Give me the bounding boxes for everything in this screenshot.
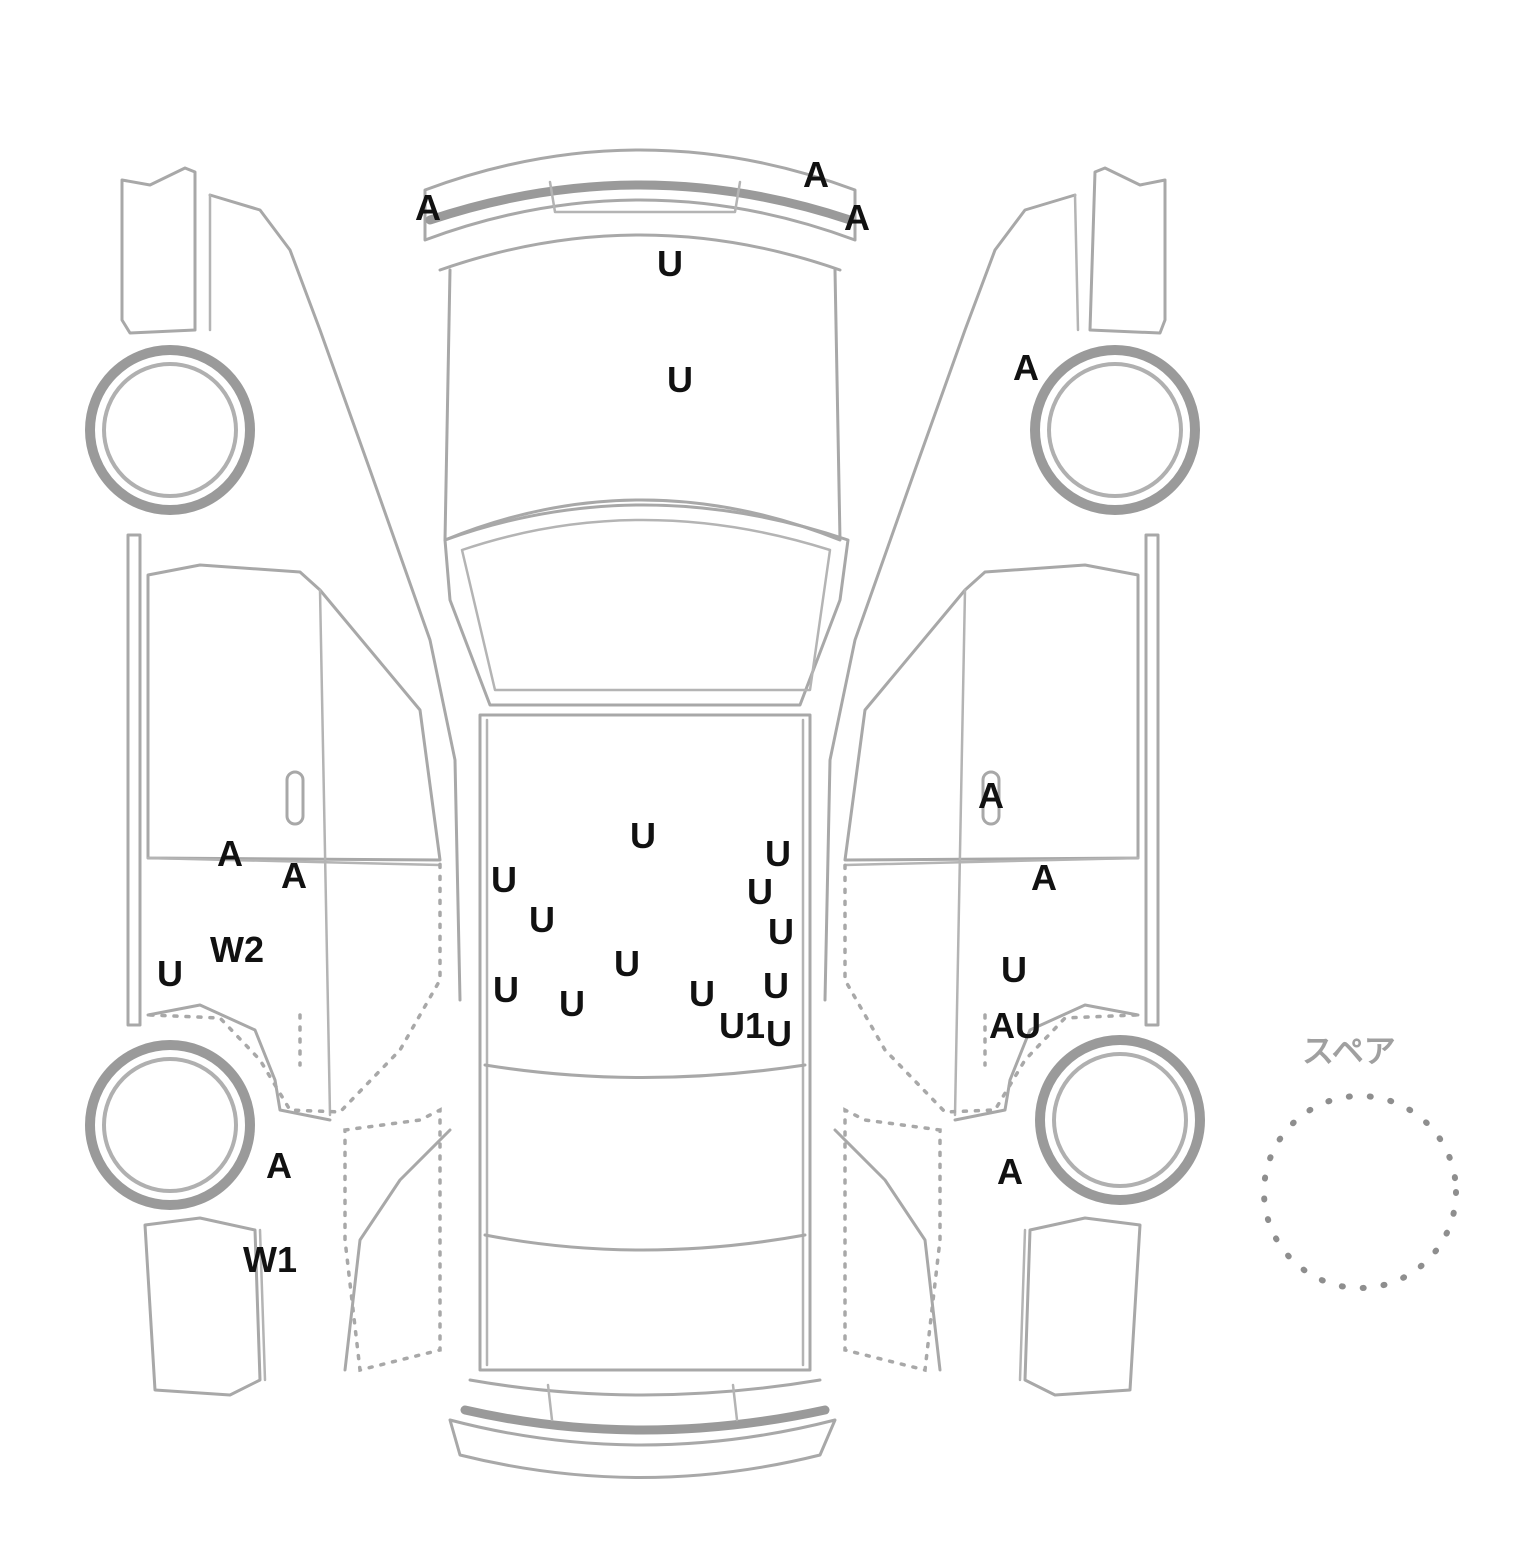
damage-mark: U — [766, 1013, 792, 1054]
damage-mark: U — [689, 973, 715, 1014]
spare-tire-circle — [1261, 1093, 1459, 1291]
damage-mark: A — [281, 855, 307, 896]
damage-mark: U — [1001, 949, 1027, 990]
damage-mark: U — [763, 965, 789, 1006]
damage-mark: W2 — [210, 929, 264, 970]
damage-mark: A — [217, 833, 243, 874]
damage-mark: U — [559, 983, 585, 1024]
spare-tire: スペア — [1261, 1032, 1459, 1291]
damage-mark: U — [529, 899, 555, 940]
damage-mark: U — [765, 833, 791, 874]
top-view — [423, 148, 857, 1479]
damage-mark: A — [1031, 857, 1057, 898]
damage-mark: U — [630, 815, 656, 856]
damage-mark: U — [493, 969, 519, 1010]
damage-mark: U — [768, 911, 794, 952]
damage-mark: A — [844, 197, 870, 238]
damage-marks: A A A U U A A A W2 U A W1 U U U U U U U … — [157, 154, 1057, 1280]
damage-mark: U1 — [719, 1005, 765, 1046]
damage-mark: A — [415, 187, 441, 228]
spare-label: スペア — [1302, 1032, 1396, 1070]
damage-mark: W1 — [243, 1239, 297, 1280]
right-side-view — [823, 166, 1205, 1397]
damage-mark: U — [491, 859, 517, 900]
damage-mark: AU — [989, 1005, 1041, 1046]
left-side-view — [85, 166, 462, 1397]
damage-mark: U — [157, 953, 183, 994]
damage-mark: U — [667, 359, 693, 400]
damage-mark: U — [657, 243, 683, 284]
damage-mark: A — [978, 775, 1004, 816]
damage-mark: U — [747, 871, 773, 912]
damage-mark: A — [803, 154, 829, 195]
damage-mark: A — [997, 1151, 1023, 1192]
damage-mark: U — [614, 943, 640, 984]
damage-mark: A — [1013, 347, 1039, 388]
damage-mark: A — [266, 1145, 292, 1186]
